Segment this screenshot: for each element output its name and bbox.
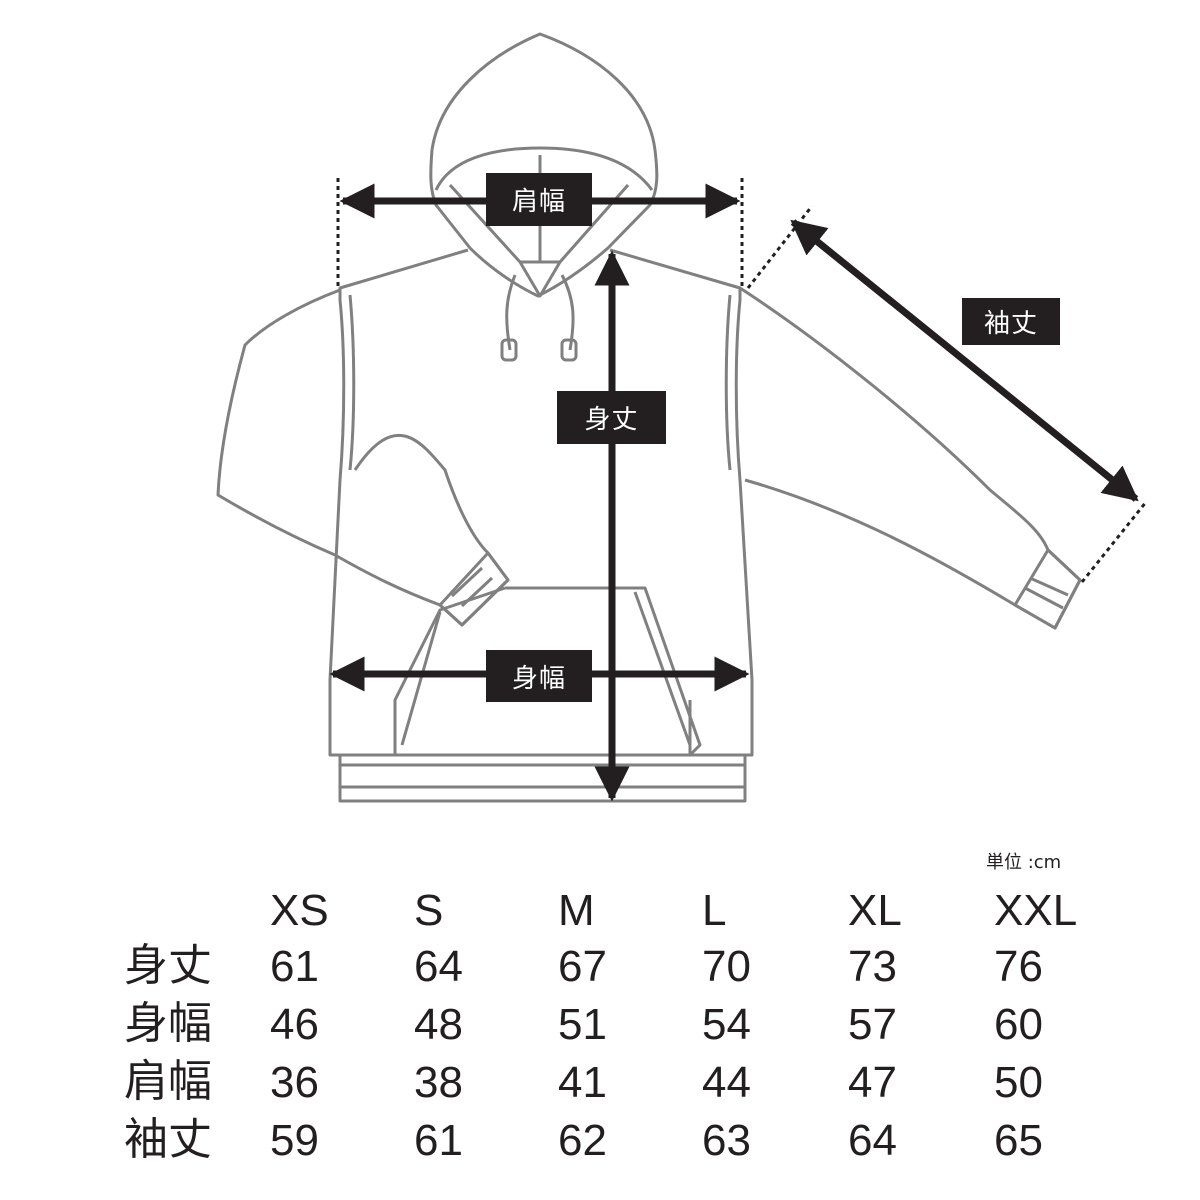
table-cell: 38 <box>414 1058 463 1107</box>
table-cell: 73 <box>848 942 897 991</box>
row-label-sleeve: 袖丈 <box>124 1114 212 1165</box>
size-header-m: M <box>558 886 595 935</box>
table-cell: 50 <box>994 1058 1043 1107</box>
size-header-xxl: XXL <box>994 886 1078 935</box>
table-cell: 36 <box>270 1058 319 1107</box>
table-cell: 57 <box>848 1000 897 1049</box>
size-header-l: L <box>702 886 727 935</box>
table-cell: 47 <box>848 1058 897 1107</box>
table-cell: 62 <box>558 1116 607 1165</box>
table-cell: 63 <box>702 1116 751 1165</box>
row-label-shoulder: 肩幅 <box>124 1056 212 1107</box>
arrow-sleeve <box>790 219 1139 502</box>
table-cell: 44 <box>702 1058 751 1107</box>
drawstring-left <box>505 274 517 351</box>
table-cell: 67 <box>558 942 607 991</box>
table-cell: 61 <box>414 1116 463 1165</box>
table-cell: 48 <box>414 1000 463 1049</box>
label-body-length: 身丈 <box>557 391 666 444</box>
size-header-s: S <box>414 886 444 935</box>
table-cell: 60 <box>994 1000 1043 1049</box>
size-header-xl: XL <box>848 886 902 935</box>
table-cell: 46 <box>270 1000 319 1049</box>
label-sleeve: 袖丈 <box>962 298 1060 345</box>
cuff-right <box>1013 548 1082 630</box>
table-cell: 41 <box>558 1058 607 1107</box>
hoodie-diagram <box>216 32 1148 803</box>
row-label-body-width: 身幅 <box>124 998 212 1049</box>
guide-sleeve-top <box>746 205 814 289</box>
table-cell: 64 <box>414 942 463 991</box>
row-label-body-length: 身丈 <box>124 940 212 991</box>
hoodie-outline <box>216 32 1082 803</box>
hood <box>429 32 659 298</box>
guide-sleeve-bottom <box>1080 501 1148 583</box>
sleeve-left <box>216 288 510 627</box>
table-cell: 64 <box>848 1116 897 1165</box>
table-cell: 59 <box>270 1116 319 1165</box>
drawstring-right <box>560 274 575 351</box>
table-cell: 54 <box>702 1000 751 1049</box>
table-cell: 51 <box>558 1000 607 1049</box>
label-shoulder: 肩幅 <box>486 173 592 226</box>
hood-inner <box>434 146 654 191</box>
unit-note: 単位 :cm <box>986 852 1062 873</box>
table-cell: 70 <box>702 942 751 991</box>
table-cell: 61 <box>270 942 319 991</box>
hem <box>338 753 747 803</box>
measurement-guides <box>329 178 1148 802</box>
label-body-width: 身幅 <box>486 650 592 702</box>
cuff-left <box>438 551 510 627</box>
table-cell: 65 <box>994 1116 1043 1165</box>
table-cell: 76 <box>994 942 1043 991</box>
size-header-xs: XS <box>270 886 329 935</box>
